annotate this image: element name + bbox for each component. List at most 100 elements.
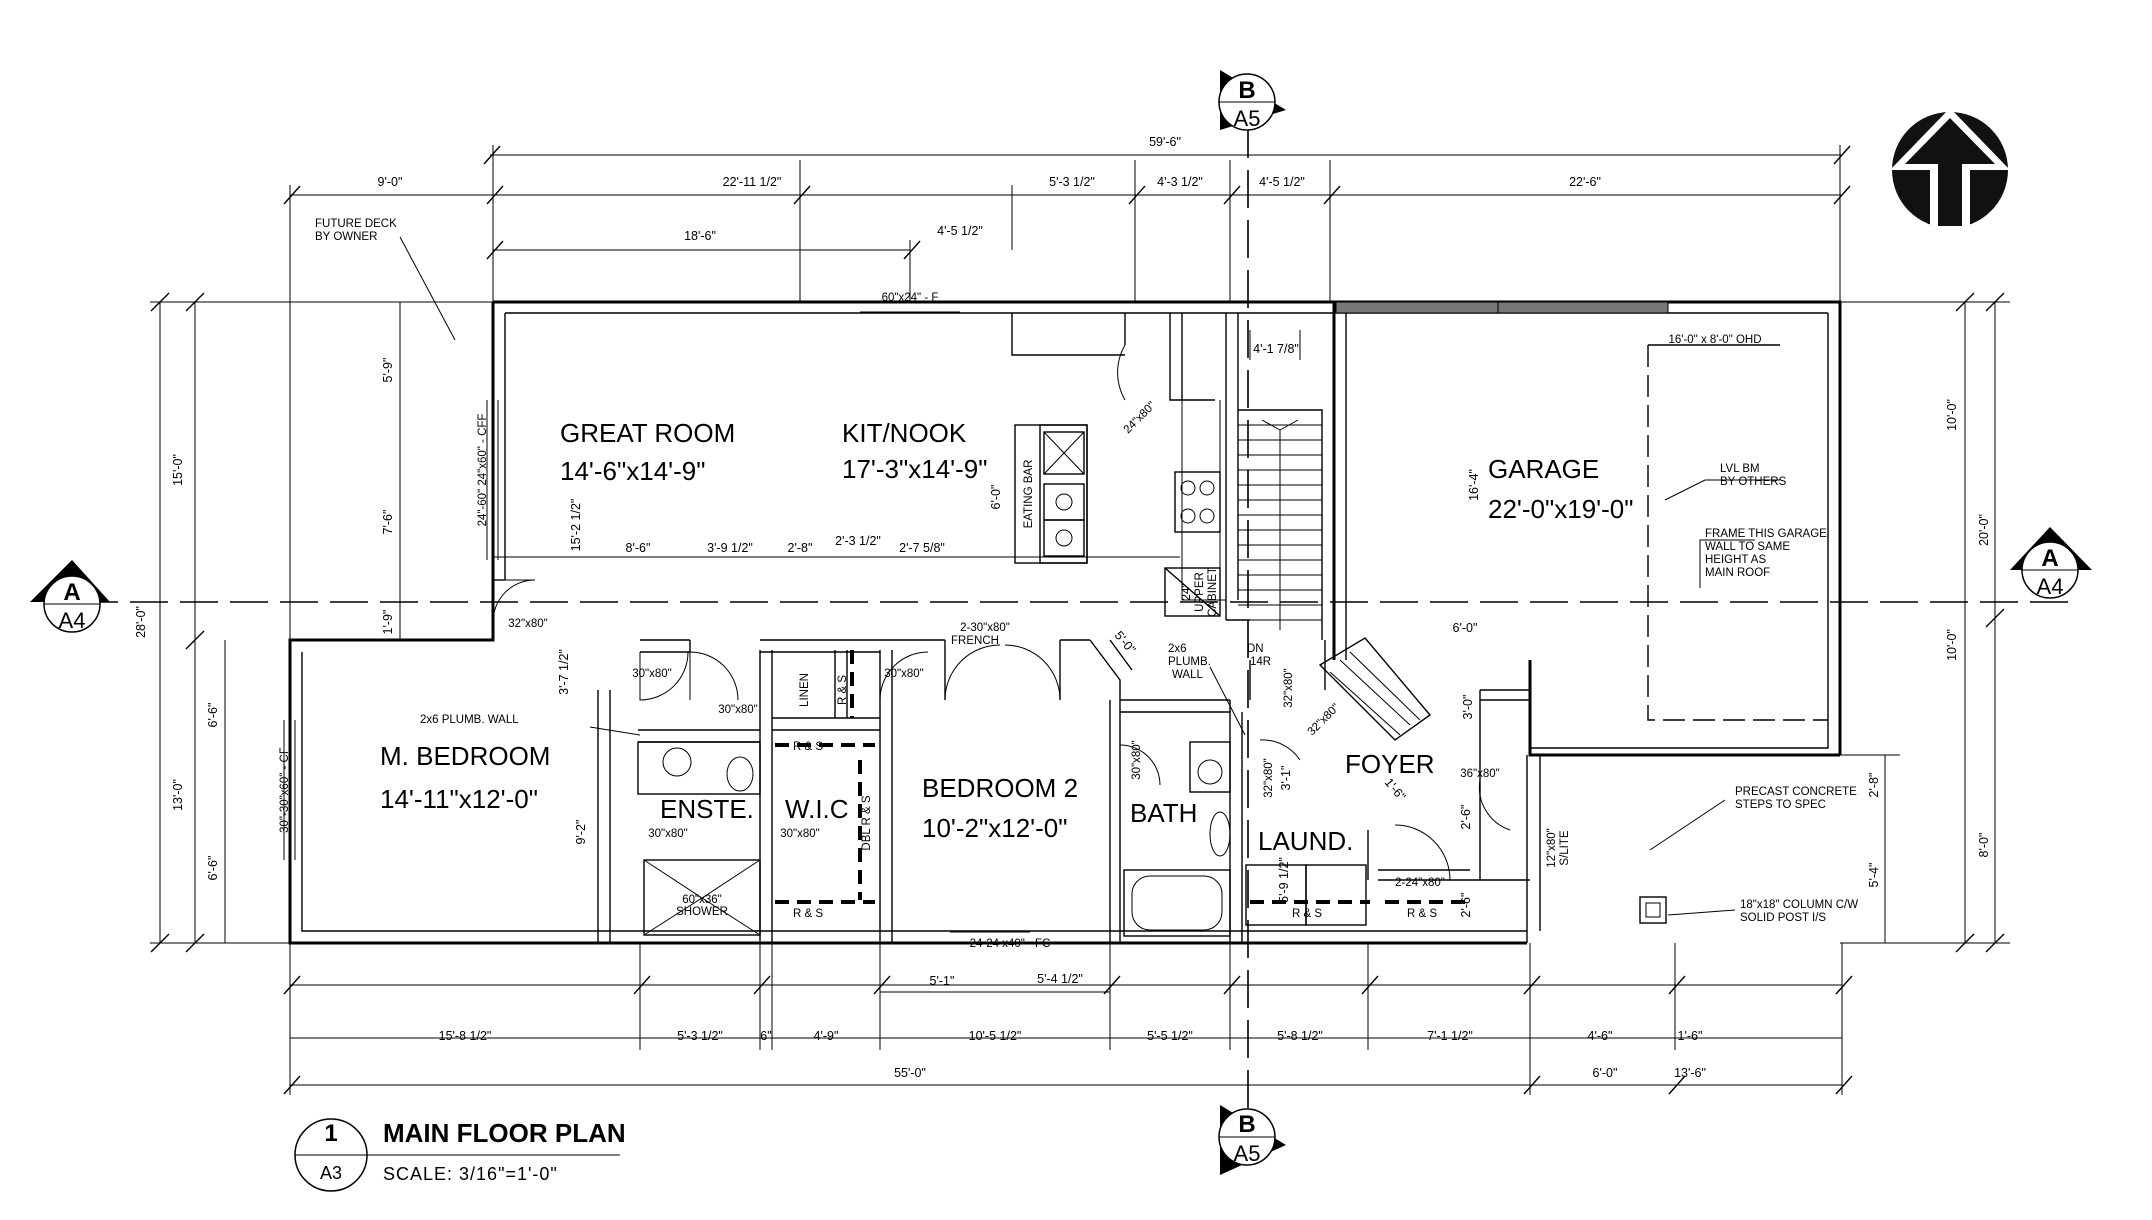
dim-bottom: 5'-5 1/2" — [1147, 1029, 1193, 1043]
dim-right: 10'-0" — [1945, 399, 1959, 431]
door-label: 32"x80" — [508, 618, 548, 630]
dim-interior: 4'-1 7/8" — [1253, 342, 1299, 356]
note-deck: BY OWNER — [315, 231, 377, 243]
section-tag-b-top: B A5 — [1218, 70, 1286, 131]
dim-bottom: 5'-1" — [930, 974, 955, 988]
dim-interior: 2'-8" — [788, 541, 813, 555]
dim-right: 10'-0" — [1945, 629, 1959, 661]
dim-top: 4'-5 1/2" — [937, 224, 983, 238]
note-lvl-beam: LVL BM — [1720, 463, 1760, 475]
leader-lines — [399, 236, 1780, 916]
title-block: 1 A3 MAIN FLOOR PLAN SCALE: 3/16"=1'-0" — [294, 1118, 626, 1192]
dim-interior: 3'-9 1/2" — [707, 541, 753, 555]
section-tag-b-bottom: B A5 — [1218, 1105, 1286, 1175]
label-linen: LINEN — [799, 673, 811, 707]
window-label: 30"-30"x60" - CF — [279, 747, 291, 833]
dim-left: 15'-0" — [171, 454, 185, 486]
label-stair: 14R — [1250, 656, 1271, 668]
bath-fixtures — [637, 741, 1367, 937]
dim-interior: 15'-2 1/2" — [569, 499, 583, 552]
dim-top: 18'-6" — [684, 229, 716, 243]
note-steps: STEPS TO SPEC — [1735, 799, 1826, 811]
dim-interior: 3'-7 1/2" — [557, 649, 571, 695]
note-frame-wall: WALL TO SAME — [1705, 541, 1790, 553]
dim-bottom: 5'-8 1/2" — [1277, 1029, 1323, 1043]
door-label: 32"x80" — [1263, 758, 1275, 798]
dim-left: 28'-0" — [134, 606, 148, 638]
dim-right: 20'-0" — [1977, 514, 1991, 546]
section-lines — [80, 120, 2080, 1115]
section-b-sheet: A5 — [1234, 1141, 1261, 1166]
door-label: 30"x80" — [648, 828, 688, 840]
door-label: 36"x80" — [1460, 768, 1500, 780]
section-b-letter: B — [1238, 1111, 1255, 1138]
kitchen-fixtures — [1014, 400, 1226, 601]
note-frame-wall: FRAME THIS GARAGE — [1705, 528, 1827, 540]
dim-left: 7'-6" — [381, 510, 395, 535]
top-dimensions: 59'-6" 9'-0" 22'-11 1/2" 5'-3 1/2" 4'-3 … — [378, 135, 1601, 243]
bedroom2-name: BEDROOM 2 — [922, 773, 1078, 803]
laundry-name: LAUND. — [1258, 826, 1353, 856]
garage-size: 22'-0"x19'-0" — [1488, 494, 1633, 524]
door-label: 2-24"x80" — [1395, 877, 1445, 889]
dim-left: 13'-0" — [171, 779, 185, 811]
dim-right: 8'-0" — [1977, 833, 1991, 858]
drawing-sheet: A3 — [320, 1163, 342, 1183]
label-upper-cabinet: 24" — [1181, 584, 1193, 601]
dim-right: 5'-4" — [1867, 863, 1881, 888]
dim-overall-bottom: 55'-0" — [894, 1066, 926, 1080]
section-b-sheet: A5 — [1234, 106, 1261, 131]
dim-bottom: 13'-6" — [1674, 1066, 1706, 1080]
dim-left: 1'-9" — [381, 610, 395, 635]
section-a-sheet: A4 — [2037, 574, 2064, 599]
label-shelf: DBL R & S — [861, 795, 873, 851]
label-shower: SHOWER — [676, 906, 728, 918]
window-label: 60"x24" - F — [882, 292, 939, 304]
dim-bottom: 4'-9" — [814, 1029, 839, 1043]
garage-name: GARAGE — [1488, 454, 1599, 484]
opening-labels: 60"x24" - F 24"-60" 24"x60" - CFF 32"x80… — [279, 292, 1762, 950]
shelving — [775, 650, 1470, 904]
door-label: 30"x80" — [632, 668, 672, 680]
dim-interior: 9'-2" — [574, 820, 588, 845]
note-lvl-beam: BY OTHERS — [1720, 476, 1787, 488]
label-stair: DN — [1247, 643, 1264, 655]
dim-interior: 5'-9 1/2" — [1277, 857, 1291, 903]
door-label: S/LITE — [1559, 830, 1571, 865]
left-dimensions: 28'-0" 15'-0" 13'-0" 5'-9" 7'-6" 1'-9" 6… — [134, 358, 395, 881]
bedroom2-size: 10'-2"x12'-0" — [922, 813, 1067, 843]
label-shelf: R & S — [793, 908, 823, 920]
dim-interior: 5'-0" — [1112, 628, 1139, 656]
bottom-dimensions: 15'-8 1/2" 5'-3 1/2" 6" 4'-9" 10'-5 1/2"… — [439, 972, 1706, 1080]
interior-dimensions: 8'-6" 3'-9 1/2" 2'-8" 2'-3 1/2" 2'-7 5/8… — [557, 342, 1481, 917]
m-bedroom-size: 14'-11"x12'-0" — [380, 784, 538, 814]
dim-bottom: 6" — [760, 1029, 771, 1043]
door-label: 32"x80" — [1306, 702, 1342, 738]
note-frame-wall: MAIN ROOF — [1705, 567, 1770, 579]
exterior-walls — [288, 300, 1842, 945]
stair — [1238, 330, 1323, 640]
dim-interior: 6'-0" — [1453, 621, 1478, 635]
dim-bottom: 4'-6" — [1588, 1029, 1613, 1043]
dim-top: 22'-11 1/2" — [723, 175, 782, 189]
dim-interior: 3'-1" — [1279, 766, 1293, 791]
door-label: 30"x80" — [780, 828, 820, 840]
dim-bottom: 5'-3 1/2" — [677, 1029, 723, 1043]
kit-nook-name: KIT/NOOK — [842, 418, 967, 448]
dim-left: 6'-6" — [206, 703, 220, 728]
window-label: 24"-60" 24"x60" - CFF — [477, 414, 489, 527]
note-deck: FUTURE DECK — [315, 218, 397, 230]
section-a-sheet: A4 — [59, 608, 86, 633]
label-eating-bar: EATING BAR — [1023, 460, 1035, 529]
window-label: 24-24 x40" - FC — [970, 938, 1051, 950]
windows — [283, 302, 1030, 943]
dim-interior: 1'-6" — [1382, 775, 1409, 803]
dim-deck: 9'-0" — [378, 175, 403, 189]
note-frame-wall: HEIGHT AS — [1705, 554, 1766, 566]
dim-overall-top: 59'-6" — [1149, 135, 1181, 149]
dim-interior: 2'-6" — [1459, 805, 1473, 830]
foyer-name: FOYER — [1345, 749, 1435, 779]
dim-interior: 2'-7 5/8" — [899, 541, 945, 555]
room-labels: GREAT ROOM 14'-6"x14'-9" KIT/NOOK 17'-3"… — [380, 418, 1633, 856]
great-room-name: GREAT ROOM — [560, 418, 735, 448]
